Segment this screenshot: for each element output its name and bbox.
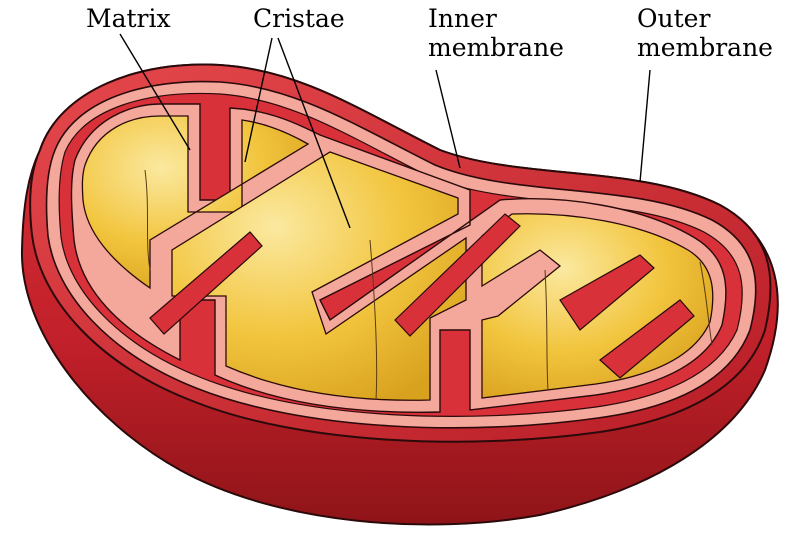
cristae-label: Cristae	[253, 4, 345, 33]
matrix-label-text: Matrix	[86, 4, 171, 33]
outer-membrane-label-line-2: membrane	[637, 33, 773, 62]
outer-membrane-leader-line	[640, 70, 650, 182]
matrix-label: Matrix	[86, 4, 171, 33]
inner-membrane-label-line-2: membrane	[428, 33, 564, 62]
cristae-label-text: Cristae	[253, 4, 345, 33]
outer-membrane-label-line-1: Outer	[637, 4, 773, 33]
inner-membrane-label: Inner membrane	[428, 4, 564, 62]
inner-membrane-label-line-1: Inner	[428, 4, 564, 33]
outer-membrane-label: Outer membrane	[637, 4, 773, 62]
